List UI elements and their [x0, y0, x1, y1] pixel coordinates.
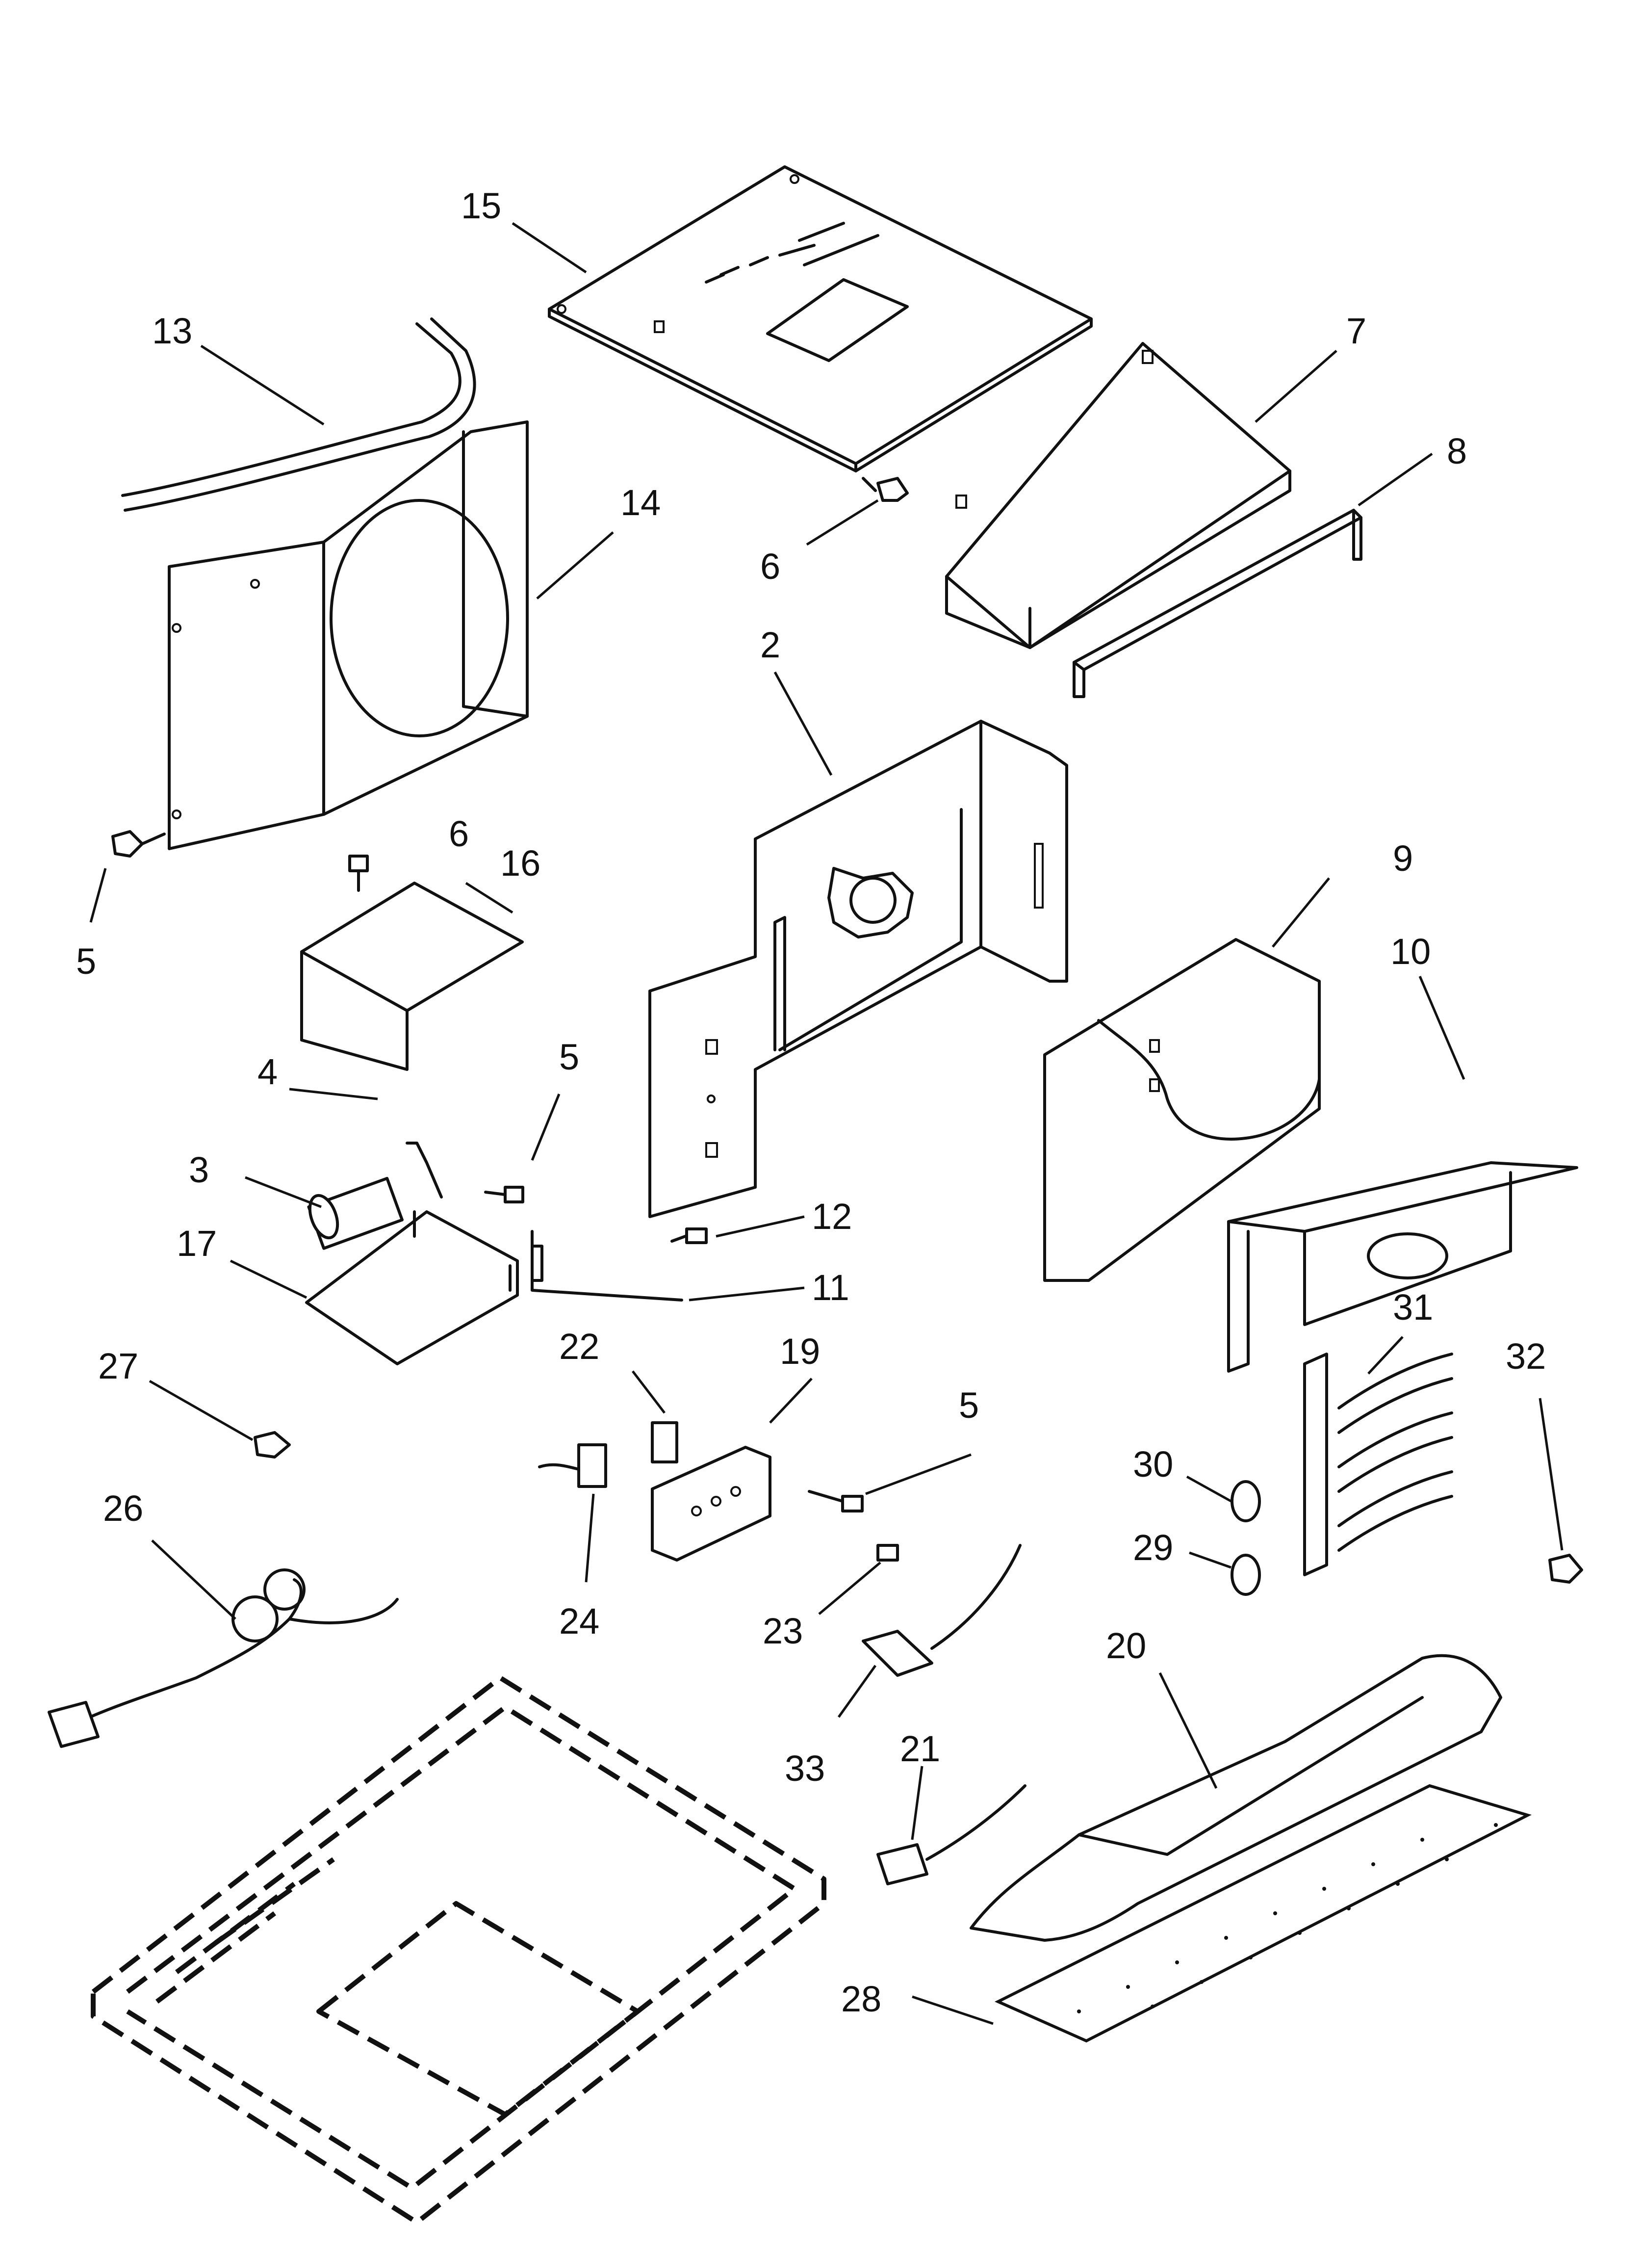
part-17-tray: [305, 1210, 519, 1365]
part-26-power-cord: [48, 1568, 399, 1748]
part-20-base-pan: [970, 1654, 1502, 1942]
callout-17: 17: [177, 1223, 217, 1264]
callout-27: 27: [98, 1346, 138, 1386]
screw-5-left: [111, 830, 166, 858]
part-9-scroll: [1043, 938, 1321, 1282]
part-3-capacitor: [307, 1176, 404, 1250]
callout-3: 3: [189, 1149, 209, 1190]
callout-23: 23: [763, 1611, 803, 1651]
screw-6-upper: [862, 477, 909, 502]
callout-28: 28: [841, 1979, 881, 2019]
callout-7: 7: [1346, 311, 1366, 351]
leader-lines: [89, 222, 1564, 2025]
part-32-screw: [1548, 1554, 1583, 1584]
part-7-cover-box: [945, 342, 1291, 649]
callout-10: 10: [1390, 931, 1431, 972]
callout-6-mid: 6: [449, 813, 469, 854]
part-15-top-cover: [548, 165, 1093, 472]
part-28-filter: [994, 1784, 1532, 2043]
callout-16: 16: [500, 843, 540, 884]
callout-13: 13: [152, 311, 192, 351]
callout-5-right: 5: [959, 1385, 979, 1426]
screw-5-mid: [484, 1186, 524, 1203]
screw-5-right: [808, 1490, 864, 1512]
part-30-terminal: [1231, 1480, 1261, 1522]
part-4-clamp: [406, 1142, 443, 1199]
part-31-heater: [1303, 1353, 1453, 1576]
part-29-terminal: [1231, 1554, 1261, 1596]
callout-6-upper: 6: [760, 546, 780, 587]
callout-32: 32: [1506, 1336, 1546, 1377]
part-12-screw: [670, 1227, 708, 1244]
callout-29: 29: [1133, 1527, 1173, 1568]
callout-20: 20: [1106, 1625, 1146, 1666]
callout-14: 14: [620, 482, 661, 523]
part-27-screw: [254, 1431, 291, 1459]
part-14-shroud: [168, 420, 529, 850]
part-22-switch: [651, 1421, 678, 1463]
callout-19: 19: [780, 1331, 820, 1372]
callout-9: 9: [1393, 838, 1413, 879]
part-8-seal-strip: [1073, 509, 1362, 698]
callout-12: 12: [812, 1196, 852, 1237]
callout-labels: 15 13 7 8 14 6 2 6 16 5 9 10 4 5 3 12 17…: [76, 185, 1546, 2019]
part-11-strap: [531, 1230, 683, 1302]
part-19-board: [651, 1446, 771, 1562]
callout-8: 8: [1447, 431, 1467, 471]
callout-2: 2: [760, 625, 780, 665]
part-21-connector: [876, 1784, 1026, 1885]
screw-6-mid: [348, 855, 369, 892]
part-33-connector: [862, 1544, 1022, 1677]
callout-30: 30: [1133, 1444, 1173, 1485]
callout-21: 21: [900, 1728, 940, 1769]
filter-speckles: [1077, 1823, 1498, 2013]
part-23-screw: [876, 1544, 899, 1562]
callout-5-left: 5: [76, 941, 96, 982]
callout-24: 24: [559, 1601, 599, 1642]
callout-11: 11: [812, 1267, 849, 1308]
callout-31: 31: [1393, 1287, 1433, 1328]
part-24-switch: [538, 1443, 607, 1488]
callout-26: 26: [103, 1488, 143, 1529]
callout-15: 15: [461, 185, 501, 226]
part-2-bulkhead: [648, 720, 1068, 1218]
callout-5-mid: 5: [559, 1037, 579, 1077]
dashed-base-outline: [91, 1675, 826, 2225]
part-10-bracket-frame: [1227, 1161, 1578, 1373]
part-13-gasket: [121, 317, 476, 512]
callout-22: 22: [559, 1326, 599, 1367]
part-16-bracket: [300, 882, 524, 1071]
callout-33: 33: [785, 1748, 825, 1789]
callout-4: 4: [257, 1051, 278, 1092]
